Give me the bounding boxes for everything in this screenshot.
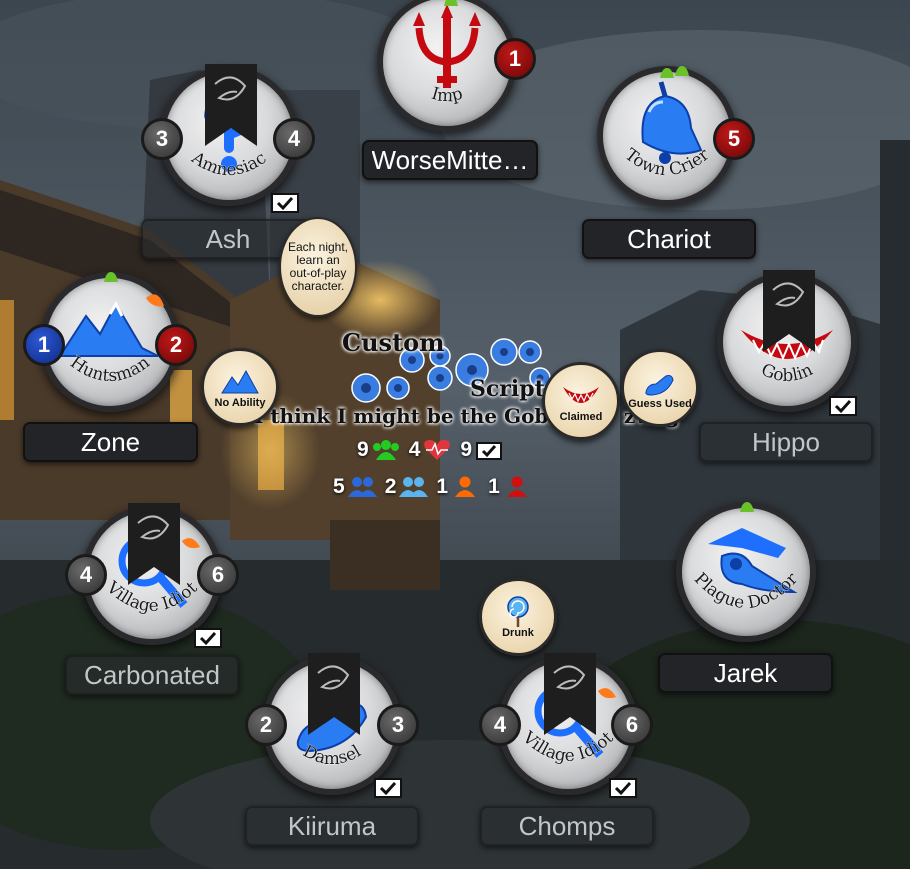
reminder-token-drunk[interactable]: Drunk (479, 578, 557, 656)
reminder-count-badge-right: 6 (611, 704, 653, 746)
vote-icon (476, 442, 503, 460)
lives-count: 4 (408, 438, 421, 461)
dead-shroud-icon (128, 503, 180, 585)
player-nameplate-worsemitte[interactable]: WorseMitte… (362, 140, 538, 180)
player-nameplate-chomps[interactable]: Chomps (480, 806, 654, 846)
player-nameplate-zone[interactable]: Zone (23, 422, 198, 462)
minion-icon (455, 476, 476, 497)
script-name-line2: Script (470, 376, 545, 402)
role-name-amnesiac: Amnesiac (187, 147, 271, 181)
script-subtitle: I think I might be the Goblin (254, 404, 579, 428)
role-name-damsel: Damsel (299, 741, 365, 769)
heart-icon (424, 440, 451, 460)
player-nameplate-kiiruma[interactable]: Kiiruma (245, 806, 419, 846)
townsfolk-icon (347, 477, 377, 497)
team-count-row: 5 2 1 1 (333, 475, 538, 499)
reminder-count-badge-left: 1 (23, 324, 65, 366)
role-name-plague-doctor: Plague Doctor (690, 568, 803, 613)
reminder-count-badge-right: 3 (377, 704, 419, 746)
ability-count-badge: 5 (713, 118, 755, 160)
mountain-icon (221, 369, 259, 394)
lollipop-icon (507, 596, 529, 627)
svg-text:Damsel: Damsel (300, 741, 365, 769)
character-token-village-idiot[interactable]: Village Idiot (498, 653, 638, 795)
players-alive-icon (372, 440, 399, 460)
dead-shroud-icon (205, 64, 257, 146)
character-token-huntsman[interactable]: Huntsman (40, 272, 180, 412)
character-token-amnesiac[interactable]: Amnesiac (159, 64, 299, 206)
ability-tooltip: Each night, learn an out-of-play charact… (279, 217, 357, 317)
reminder-token-no-ability[interactable]: No Ability (201, 348, 279, 426)
leaf-icon (660, 68, 674, 78)
ghost-vote-icon[interactable] (608, 775, 638, 801)
reminder-token-guess-used[interactable]: Guess Used (621, 349, 699, 427)
ghost-vote-icon[interactable] (270, 190, 300, 216)
trident-icon (413, 4, 481, 88)
character-token-plague-doctor[interactable]: Plague Doctor (676, 502, 816, 642)
game-stats-row: 9 4 9 (357, 438, 510, 462)
svg-text:Village Idiot: Village Idiot (518, 727, 618, 766)
gears-icon (351, 338, 551, 403)
script-name-line1: Custom (342, 328, 445, 357)
leaf-icon (104, 272, 118, 282)
outsiders-count: 2 (384, 475, 397, 498)
reminder-token-claimed[interactable]: Claimed (542, 362, 620, 440)
svg-text:Goblin: Goblin (758, 360, 816, 386)
leaf-icon (740, 502, 754, 512)
role-name-town-crier: Town Crier (620, 144, 714, 181)
role-name-huntsman: Huntsman (66, 352, 154, 386)
svg-text:Plague Doctor: Plague Doctor (690, 568, 803, 613)
player-nameplate-chariot[interactable]: Chariot (582, 219, 756, 259)
role-name-goblin: Goblin (758, 360, 817, 387)
svg-text:Amnesiac: Amnesiac (187, 148, 270, 181)
goblin-grin-icon (563, 387, 599, 403)
outsider-icon (399, 477, 429, 497)
reminder-count-badge-right: 4 (273, 118, 315, 160)
dead-shroud-icon (308, 653, 360, 735)
svg-text:Imp: Imp (429, 84, 465, 107)
minions-count: 1 (436, 475, 449, 498)
ability-count-badge: 1 (494, 38, 536, 80)
dead-shroud-icon (544, 653, 596, 735)
leaf-icon (675, 66, 689, 76)
demons-count: 1 (488, 475, 500, 498)
reminder-count-badge-left: 4 (479, 704, 521, 746)
slipper-icon (645, 375, 674, 396)
reminder-count-badge-right: 6 (197, 554, 239, 596)
player-nameplate-hippo[interactable]: Hippo (699, 422, 873, 462)
script-logo (340, 328, 555, 418)
bell-icon (641, 81, 703, 164)
player-nameplate-jarek[interactable]: Jarek (658, 653, 833, 693)
plague-mask-icon (708, 528, 798, 594)
ghost-vote-icon[interactable] (193, 625, 223, 651)
svg-text:Town Crier: Town Crier (621, 144, 714, 180)
svg-text:Huntsman: Huntsman (66, 352, 153, 386)
player-nameplate-carbonated[interactable]: Carbonated (65, 655, 239, 695)
demon-icon (506, 476, 527, 497)
character-token-imp[interactable]: Imp (377, 0, 517, 132)
ghost-vote-icon[interactable] (373, 775, 403, 801)
role-name-imp: Imp (429, 83, 465, 107)
ghost-vote-icon[interactable] (828, 393, 858, 419)
reminder-count-badge-left: 2 (245, 704, 287, 746)
votes-count: 9 (460, 438, 473, 461)
role-name-village-idiot: Village Idiot (101, 577, 202, 617)
reminder-count-badge-right: 2 (155, 324, 197, 366)
alive-count: 9 (357, 438, 369, 461)
dead-shroud-icon (763, 270, 815, 352)
reminder-count-badge-left: 4 (65, 554, 107, 596)
leaf-icon (444, 0, 458, 6)
role-name-village-idiot: Village Idiot (517, 727, 618, 767)
character-token-goblin[interactable]: Goblin (717, 270, 857, 412)
townsfolk-count: 5 (333, 475, 345, 498)
reminder-count-badge-left: 3 (141, 118, 183, 160)
svg-text:Village Idiot: Village Idiot (102, 577, 202, 616)
